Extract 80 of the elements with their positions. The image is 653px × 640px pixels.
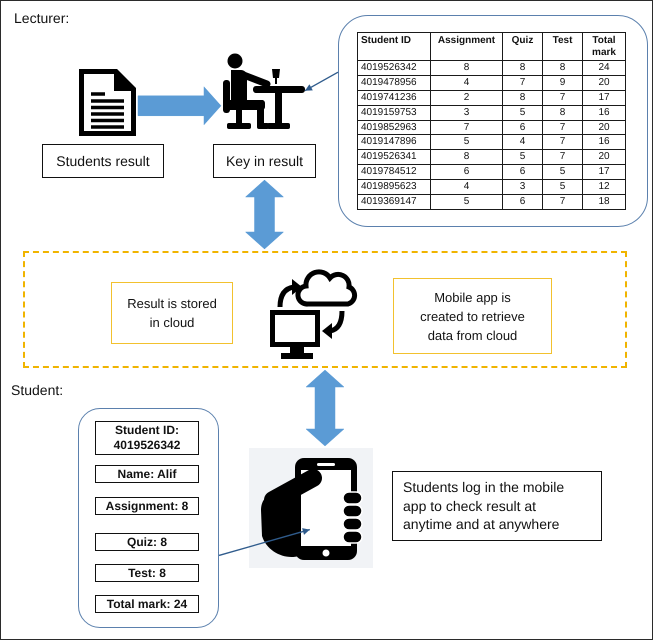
table-cell: 18 bbox=[582, 194, 626, 210]
data-field-box: Assignment: 8 bbox=[95, 497, 199, 515]
table-cell: 5 bbox=[502, 150, 542, 165]
caption-box: Key in result bbox=[213, 144, 316, 178]
table-cell: 7 bbox=[542, 90, 582, 106]
table-cell: 17 bbox=[582, 90, 626, 106]
data-field-box: Total mark: 24 bbox=[95, 595, 199, 613]
table-cell: 8 bbox=[542, 60, 582, 76]
student-card-panel bbox=[78, 408, 219, 628]
table-cell: 20 bbox=[582, 75, 626, 90]
table-cell: 8 bbox=[502, 60, 542, 76]
table-cell: 2 bbox=[430, 90, 502, 106]
table-cell: 6 bbox=[502, 120, 542, 135]
table-cell: 4019741236 bbox=[358, 90, 430, 106]
data-field-box: Test: 8 bbox=[95, 564, 199, 582]
table-cell: 4019784512 bbox=[358, 164, 430, 180]
note-box: Students log in the mobile app to check result at anytime and at anywhere bbox=[392, 471, 602, 541]
table-cell: 4 bbox=[502, 134, 542, 150]
table-cell: 8 bbox=[430, 150, 502, 165]
table-cell: 4019159753 bbox=[358, 105, 430, 120]
table-cell: 4019852963 bbox=[358, 120, 430, 135]
person-at-desk-icon bbox=[223, 53, 305, 130]
table-cell: 16 bbox=[582, 105, 626, 120]
table-cell: 20 bbox=[582, 150, 626, 165]
table-cell: 20 bbox=[582, 120, 626, 135]
double-block-arrow bbox=[245, 180, 284, 250]
table-cell: 6 bbox=[502, 164, 542, 180]
table-cell: 7 bbox=[542, 194, 582, 210]
table-cell: 7 bbox=[502, 75, 542, 90]
data-field-box: Quiz: 8 bbox=[95, 533, 199, 551]
table-cell: 9 bbox=[542, 75, 582, 90]
cloud-sync-icon bbox=[268, 269, 359, 360]
data-field-box: Name: Alif bbox=[95, 465, 199, 483]
table-cell: 3 bbox=[502, 180, 542, 195]
table-cell: 7 bbox=[430, 120, 502, 135]
leader-arrow bbox=[304, 72, 338, 92]
table-cell: 4 bbox=[430, 75, 502, 90]
table-cell: 5 bbox=[430, 194, 502, 210]
table-header-cell: Total mark bbox=[582, 32, 626, 60]
table-header-cell: Quiz bbox=[502, 32, 542, 60]
table-cell: 7 bbox=[542, 120, 582, 135]
table-cell: 4019526341 bbox=[358, 150, 430, 165]
phone-in-hand-icon bbox=[249, 448, 373, 568]
table-cell: 24 bbox=[582, 60, 626, 76]
table-panel bbox=[338, 15, 648, 227]
table-cell: 4019369147 bbox=[358, 194, 430, 210]
table-cell: 4 bbox=[430, 180, 502, 195]
table-cell: 5 bbox=[542, 180, 582, 195]
note-box: Result is stored in cloud bbox=[111, 282, 233, 344]
table-cell: 5 bbox=[542, 164, 582, 180]
table-header-cell: Assignment bbox=[430, 32, 502, 60]
table-cell: 4019526342 bbox=[358, 60, 430, 76]
table-cell: 6 bbox=[430, 164, 502, 180]
table-cell: 16 bbox=[582, 134, 626, 150]
table-header-cell: Test bbox=[542, 32, 582, 60]
table-cell: 4019895623 bbox=[358, 180, 430, 195]
table-cell: 5 bbox=[502, 105, 542, 120]
table-cell: 8 bbox=[542, 105, 582, 120]
table-cell: 8 bbox=[430, 60, 502, 76]
table-cell: 6 bbox=[502, 194, 542, 210]
table-cell: 4019478956 bbox=[358, 75, 430, 90]
note-box: Mobile app is created to retrieve data from cloud bbox=[393, 278, 552, 354]
table-cell: 7 bbox=[542, 150, 582, 165]
table-cell: 4019147896 bbox=[358, 134, 430, 150]
block-arrow bbox=[138, 86, 222, 126]
data-field-box: Student ID: 4019526342 bbox=[95, 421, 199, 455]
table-header-cell: Student ID bbox=[358, 32, 430, 60]
dashed-region bbox=[23, 251, 627, 368]
section-heading: Lecturer: bbox=[14, 10, 70, 27]
section-heading: Student: bbox=[11, 382, 64, 399]
document-icon bbox=[79, 69, 136, 136]
caption-box: Students result bbox=[42, 144, 164, 178]
table-cell: 8 bbox=[502, 90, 542, 106]
table-cell: 5 bbox=[430, 134, 502, 150]
table-cell: 7 bbox=[542, 134, 582, 150]
double-block-arrow bbox=[306, 370, 344, 446]
table-cell: 12 bbox=[582, 180, 626, 195]
table-cell: 3 bbox=[430, 105, 502, 120]
leader-arrow bbox=[218, 528, 310, 556]
table-cell: 17 bbox=[582, 164, 626, 180]
